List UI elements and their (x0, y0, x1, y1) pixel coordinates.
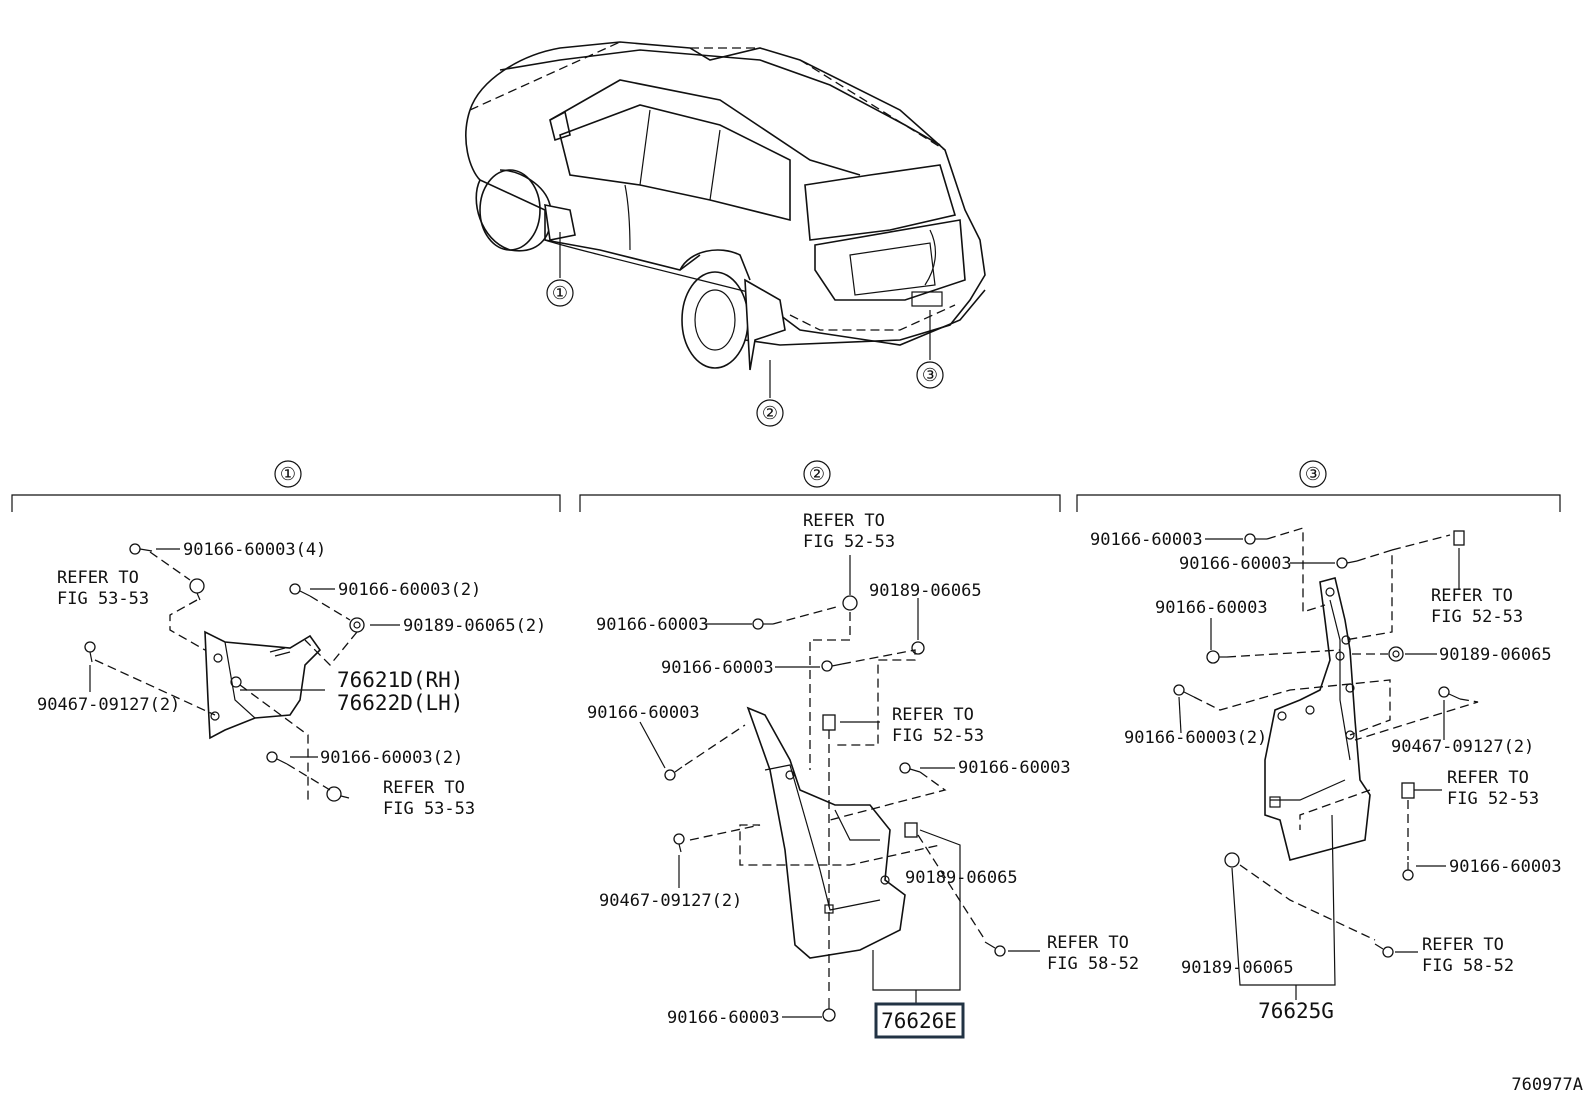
bolt-icon (822, 998, 836, 1022)
callout-2: ② (762, 403, 778, 424)
clip-icon (326, 786, 350, 802)
reference-label: FIG 52-53 (1447, 789, 1539, 809)
part-number-label: 90166-60003 (1179, 554, 1292, 574)
section-1: 90166-60003(4) REFER TO FIG 53-53 90166-… (37, 540, 546, 819)
part-number-label: 90467-09127(2) (599, 891, 742, 911)
part-number-label: 90166-60003(2) (320, 748, 463, 768)
reference-label: FIG 53-53 (383, 799, 475, 819)
bolt-icon (266, 751, 288, 765)
part-number-label: 90189-06065 (1181, 958, 1294, 978)
bolt-icon (1438, 686, 1461, 700)
nut-icon (911, 641, 925, 655)
bolt-icon (899, 762, 921, 774)
part-number-label: 90166-60003(2) (338, 580, 481, 600)
part-number-label: 90166-60003 (1090, 530, 1203, 550)
bolt-icon (984, 941, 1006, 957)
clip-icon (1224, 852, 1240, 868)
bolt-icon (752, 618, 773, 630)
part-number-label: 90189-06065 (905, 868, 1018, 888)
vehicle-callouts: ① ② ③ (546, 232, 944, 427)
mudflap-76621D (204, 630, 322, 740)
reference-label: REFER TO (1431, 586, 1513, 606)
screw-icon (673, 833, 685, 853)
mudflap-76626E (746, 706, 906, 959)
section-3: 90166-60003 90166-60003 REFER TO FIG 52-… (1090, 527, 1562, 1023)
main-part-label: 76621D(RH) (337, 668, 463, 692)
nut-icon (1388, 646, 1404, 662)
part-number-label: 90166-60003 (1449, 857, 1562, 877)
mudflap-76625G (1264, 577, 1371, 861)
screw-icon (84, 641, 96, 663)
bolt-icon (1173, 684, 1195, 698)
bolt-icon (1244, 533, 1267, 545)
main-part-label: 76622D(LH) (337, 691, 463, 715)
reference-label: REFER TO (1047, 933, 1129, 953)
section-marker-1: ① (280, 464, 296, 485)
nut-icon (349, 617, 365, 633)
part-number-label: 90166-60003 (587, 703, 700, 723)
bolt-icon (289, 583, 311, 597)
clip-icon (842, 595, 858, 611)
part-number-label: 90166-60003 (667, 1008, 780, 1028)
part-number-label: 90189-06065 (1439, 645, 1552, 665)
bolt-icon (821, 660, 843, 672)
clip-icon (904, 822, 918, 838)
vehicle-illustration (465, 41, 986, 371)
main-part-label[interactable]: 76626E (881, 1009, 957, 1033)
bolt-icon (1374, 943, 1394, 958)
reference-label: REFER TO (803, 511, 885, 531)
clip-icon (189, 578, 205, 601)
bolt-icon (129, 543, 153, 555)
reference-label: REFER TO (1447, 768, 1529, 788)
part-number-label: 90166-60003 (596, 615, 709, 635)
part-number-label: 90189-06065(2) (403, 616, 546, 636)
bolt-icon (664, 766, 683, 781)
part-number-label: 90467-09127(2) (1391, 737, 1534, 757)
part-number-label: 90166-60003(2) (1124, 728, 1267, 748)
callout-3: ③ (922, 365, 938, 386)
section-2: REFER TO FIG 52-53 90189-06065 90166-600… (587, 511, 1139, 1039)
reference-label: FIG 58-52 (1047, 954, 1139, 974)
reference-label: FIG 52-53 (803, 532, 895, 552)
clip-icon (1401, 782, 1415, 799)
part-number-label: 90166-60003 (661, 658, 774, 678)
figure-code: 760977A (1511, 1075, 1583, 1095)
reference-label: FIG 58-52 (1422, 956, 1514, 976)
section-marker-3: ③ (1305, 464, 1321, 485)
bolt-icon (1336, 557, 1358, 569)
part-number-label: 90166-60003 (1155, 598, 1268, 618)
bolt-icon (1206, 650, 1227, 664)
reference-label: REFER TO (1422, 935, 1504, 955)
highlighted-part-box (874, 1002, 965, 1039)
reference-label: FIG 53-53 (57, 589, 149, 609)
reference-label: REFER TO (57, 568, 139, 588)
reference-label: REFER TO (892, 705, 974, 725)
main-part-label: 76625G (1258, 999, 1334, 1023)
part-number-label: 90166-60003 (958, 758, 1071, 778)
part-number-label: 90467-09127(2) (37, 695, 180, 715)
reference-label: FIG 52-53 (1431, 607, 1523, 627)
reference-label: FIG 52-53 (892, 726, 984, 746)
section-brackets: ① ② ③ (11, 460, 1561, 512)
part-number-label: 90189-06065 (869, 581, 982, 601)
reference-label: REFER TO (383, 778, 465, 798)
callout-1: ① (552, 283, 568, 304)
section-marker-2: ② (809, 464, 825, 485)
clip-icon (1453, 530, 1465, 546)
screw-icon (1402, 862, 1414, 881)
part-number-label: 90166-60003(4) (183, 540, 326, 560)
clip-icon (822, 714, 836, 731)
